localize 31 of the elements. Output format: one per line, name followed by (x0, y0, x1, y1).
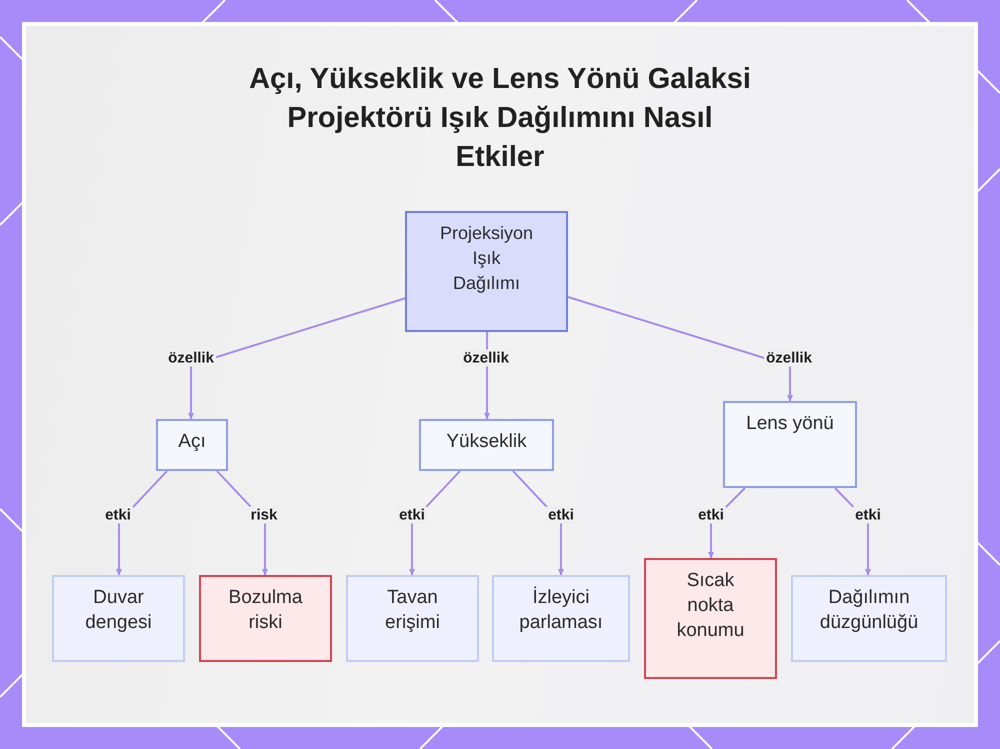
effect-box (492, 575, 630, 662)
effect-box (52, 575, 185, 662)
node-label: Sıcak nokta konumu (676, 569, 744, 643)
node-label: Açı (178, 430, 206, 454)
root-concept-box (405, 211, 568, 332)
edge-label: etki (853, 506, 883, 524)
edge-label: etki (696, 506, 726, 524)
effect-box (791, 575, 947, 662)
risk-box (644, 558, 777, 679)
concept-box (419, 419, 554, 471)
concept-box (723, 401, 857, 488)
effect-box (346, 575, 479, 662)
edge-label: etki (397, 506, 427, 524)
node-label: Projeksiyon Işık Dağılımı (440, 222, 534, 295)
edge-label: özellik (166, 350, 216, 366)
node-label: İzleyici parlaması (519, 586, 603, 635)
arrow (188, 297, 406, 420)
edge-label: etki (546, 506, 576, 524)
node-label: Dağılımın düzgünlüğü (820, 586, 918, 635)
node-label: Tavan erişimi (385, 586, 440, 635)
node-label: Duvar dengesi (85, 586, 152, 635)
edge-label: risk (248, 506, 280, 524)
diagram-title: Açı, Yükseklik ve Lens Yönü Galaksi Projektörü Işık Dağılımını Nasıl Etkiler (248, 62, 752, 175)
concept-box (156, 419, 228, 471)
risk-box (199, 575, 332, 662)
node-label: Bozulma riski (228, 586, 302, 635)
node-label: Yükseklik (446, 430, 527, 454)
edge-label: etki (103, 506, 133, 524)
node-label: Lens yönü (746, 412, 834, 436)
edge-label: özellik (764, 350, 814, 366)
arrow (568, 296, 794, 402)
